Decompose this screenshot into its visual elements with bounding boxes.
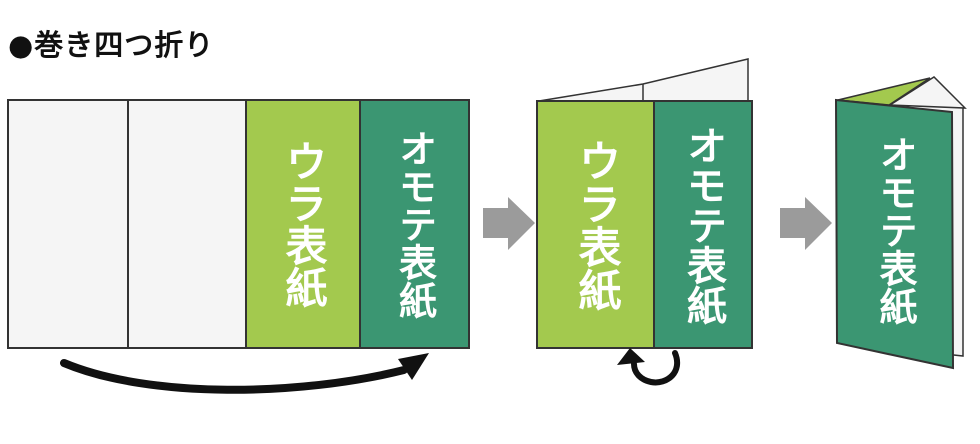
step2-half-folded [536,58,753,386]
step1-unfolded-sheet [7,99,470,394]
next-step-arrow-1 [483,197,535,250]
fold-direction-arrow-shaft [60,359,408,394]
step1-front-cover-panel [359,99,470,349]
page-title: ●巻き四つ折り [8,28,215,62]
step1-blank-panel-1 [7,99,129,349]
next-step-arrow-2 [780,197,832,250]
step2-front-cover-panel [653,100,753,349]
step3-finished-fold [834,76,967,370]
step3-front-cover-panel [834,98,955,370]
fold-over-arrow-head [617,348,645,365]
step1-back-cover-panel [245,99,361,349]
step2-back-cover-panel [536,100,655,349]
fold-direction-arrow-head [398,353,429,380]
fold-over-arrow-shaft [631,350,680,386]
step3-top-fold-white-peak [887,76,967,109]
step1-blank-panel-2 [127,99,247,349]
